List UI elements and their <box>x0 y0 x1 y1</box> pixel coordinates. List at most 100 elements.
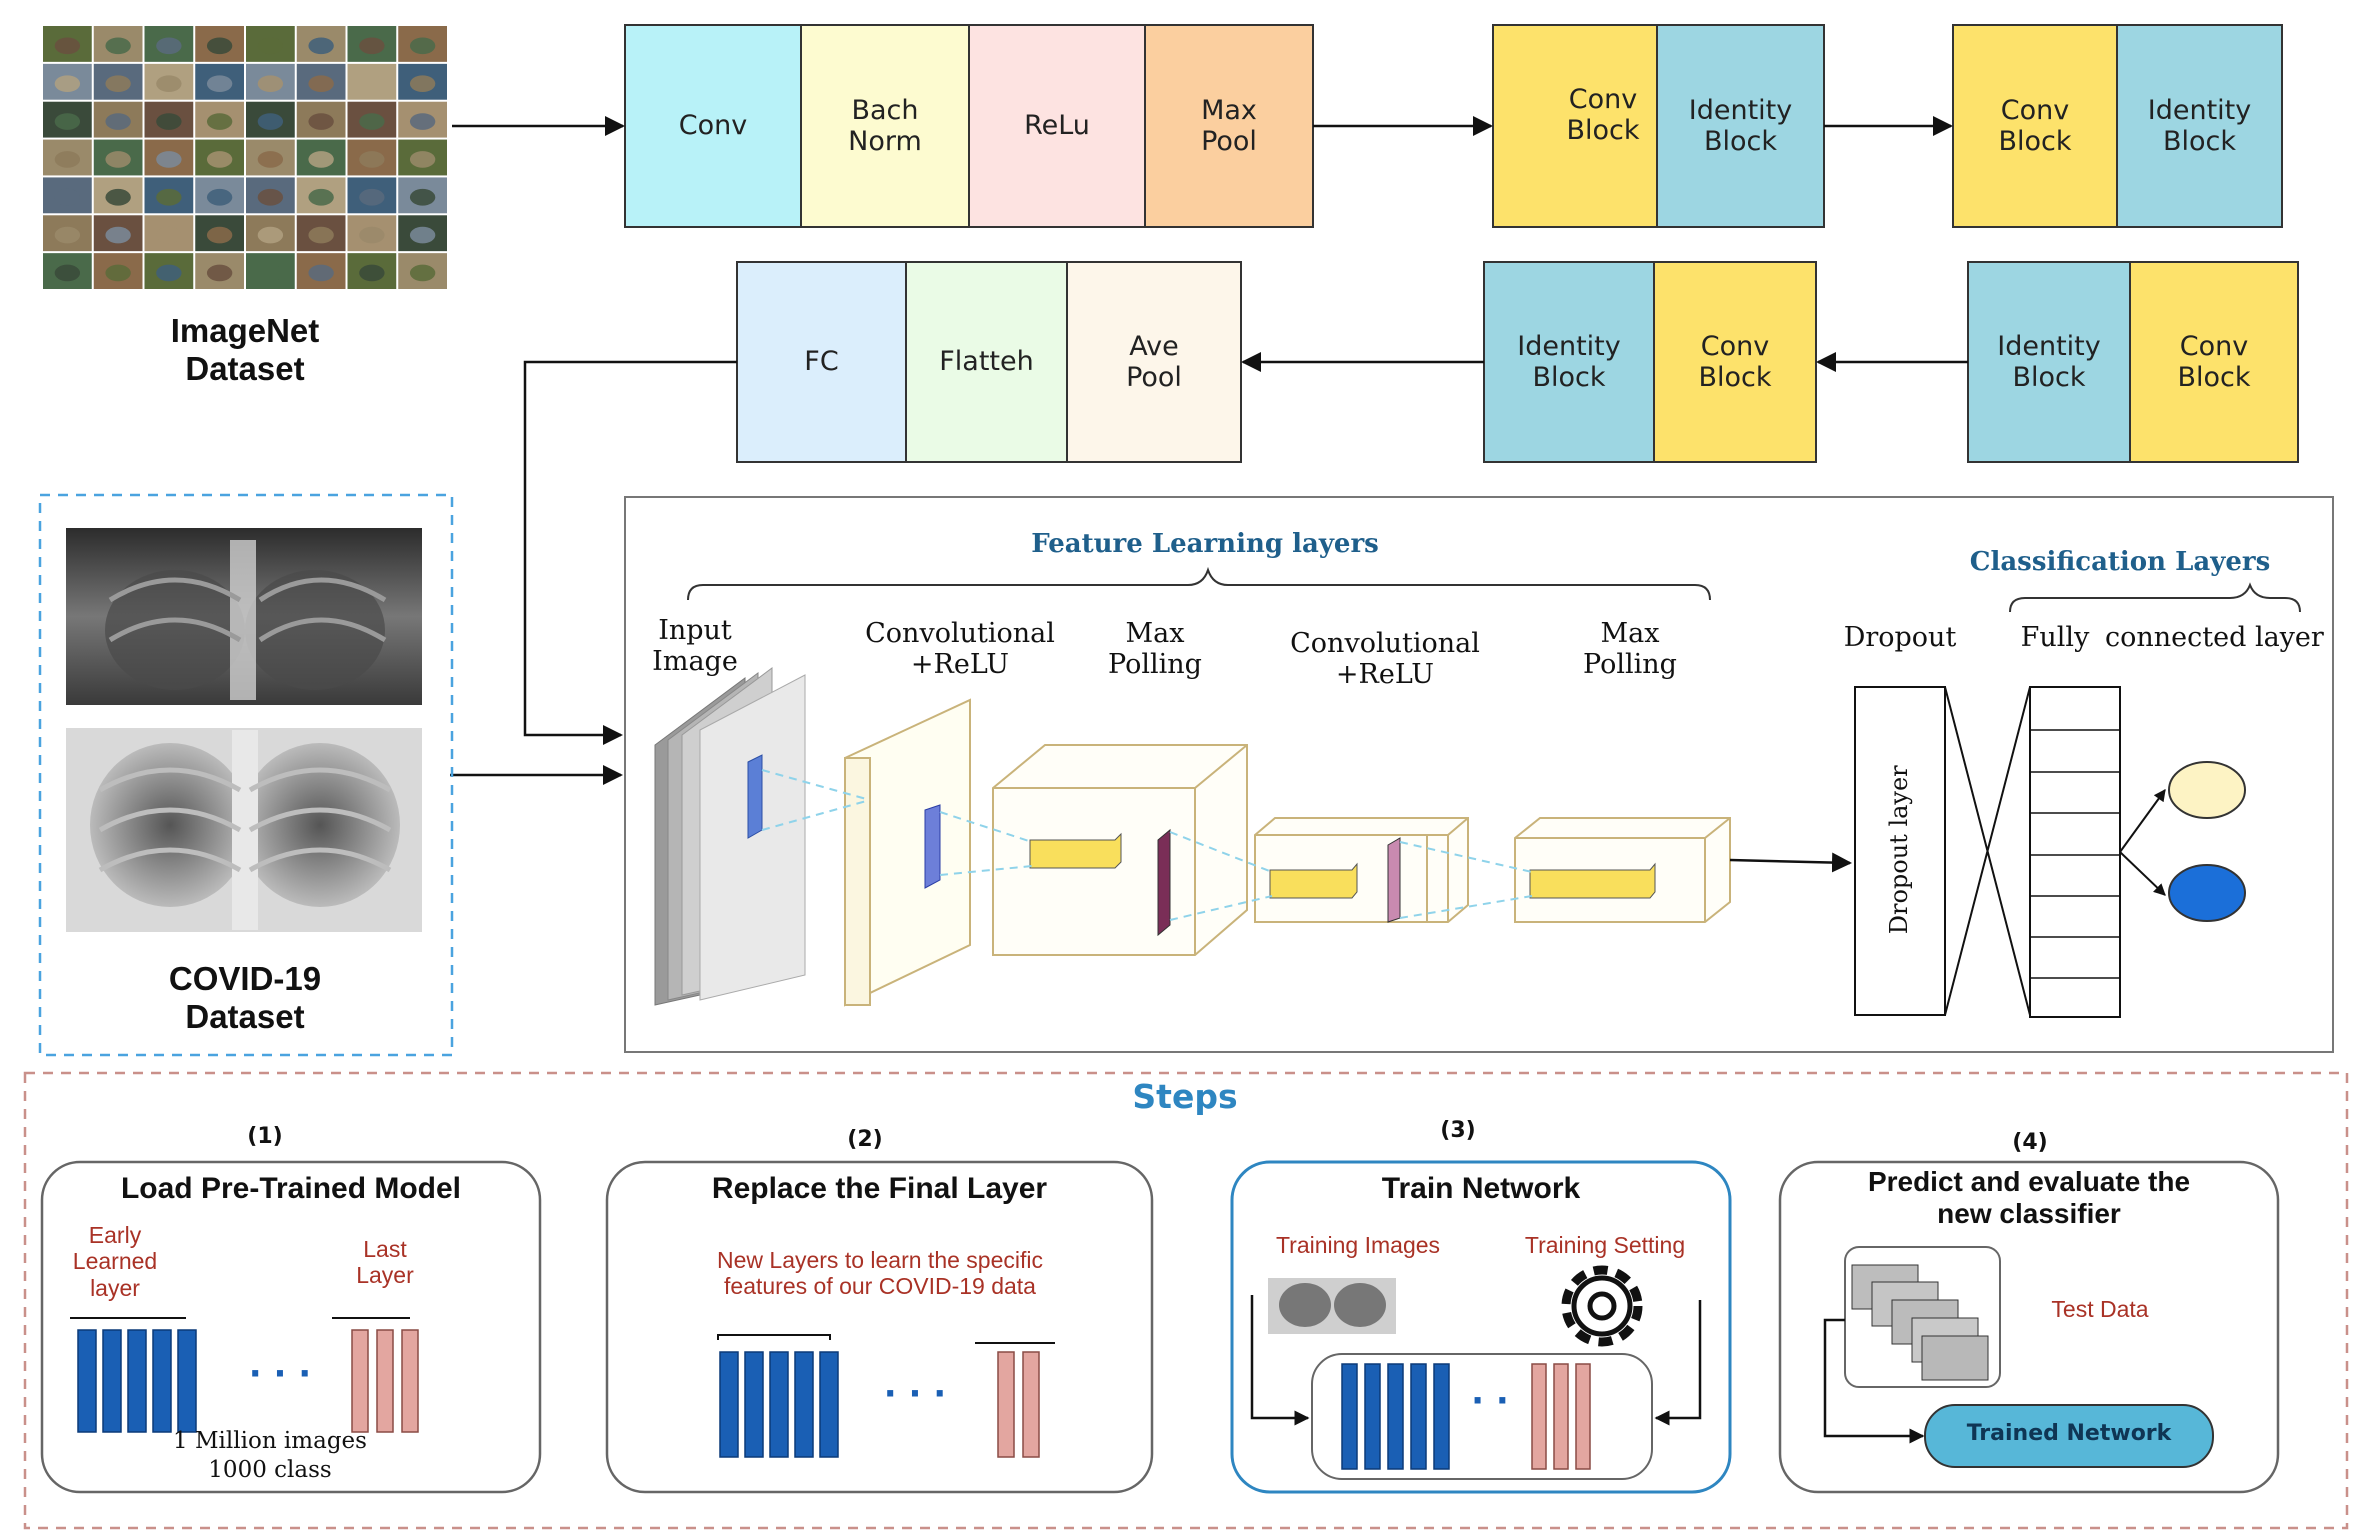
imagenet-thumbnail-subject <box>359 75 385 93</box>
test-data-xray-stack <box>1851 1264 1989 1381</box>
flow-arrows <box>450 116 1968 785</box>
step1-ellipsis: · · · <box>248 1354 312 1394</box>
identity-block-2-label: Identity Block <box>2147 94 2252 157</box>
flatten-label: Flatteh <box>939 346 1034 378</box>
fully-connected-stack <box>2029 686 2121 1018</box>
imagenet-thumbnail-subject <box>359 37 385 55</box>
gear-icon <box>1561 1265 1643 1347</box>
dropout-layer-box <box>1854 686 1946 1016</box>
imagenet-thumbnail-subject <box>156 151 182 168</box>
conv-relu-2-label: Convolutional +ReLU <box>1290 628 1480 691</box>
conv-block-2-label: Conv Block <box>1998 94 2072 157</box>
imagenet-thumbnail-subject <box>105 113 131 130</box>
step1-million-images: 1 Million images <box>173 1428 367 1454</box>
conv-block-4-box <box>2129 261 2299 463</box>
steps-title: Steps <box>1132 1077 1238 1116</box>
step2-early-layer-bars <box>719 1351 839 1458</box>
imagenet-thumbnail-subject <box>257 151 284 168</box>
max-polling-1-label: Max Polling <box>1108 618 1202 681</box>
connected-layer-label: connected layer <box>2105 622 2324 653</box>
step2-title: Replace the Final Layer <box>711 1172 1048 1205</box>
identity-block-4-box <box>1967 261 2131 463</box>
imagenet-thumbnail-subject <box>54 264 81 282</box>
top-row-blocks <box>624 24 2283 228</box>
step1-last-layer-bars <box>351 1329 419 1433</box>
imagenet-thumbnail-subject <box>409 75 436 93</box>
training-setting-label: Training Setting <box>1524 1232 1686 1258</box>
imagenet-thumbnail-subject <box>54 37 81 55</box>
imagenet-thumbnail-subject <box>105 226 131 244</box>
batch-norm-label: Bach Norm <box>848 94 922 157</box>
imagenet-thumbnail-subject <box>206 226 233 244</box>
imagenet-dataset-label: ImageNet Dataset <box>170 312 320 387</box>
relu-label: ReLu <box>1024 110 1090 142</box>
imagenet-mosaic-image <box>43 26 447 289</box>
covid-xray-image-1 <box>66 528 422 705</box>
imagenet-thumbnail-subject <box>308 75 334 93</box>
imagenet-thumbnail-subject <box>359 226 385 244</box>
imagenet-thumbnail-subject <box>359 113 385 130</box>
training-images-label: Training Images <box>1275 1232 1441 1258</box>
imagenet-thumbnail-subject <box>206 113 233 130</box>
conv-block-1-label: Conv Block <box>1566 83 1640 146</box>
imagenet-thumbnail-subject <box>206 75 233 93</box>
imagenet-thumbnail-subject <box>54 226 81 244</box>
imagenet-thumbnail-subject <box>257 113 284 130</box>
receptive-field-lines <box>761 769 1533 921</box>
imagenet-thumbnail-subject <box>105 75 131 93</box>
imagenet-thumbnail-subject <box>409 226 436 244</box>
dropout-connections <box>1944 686 2031 1016</box>
imagenet-thumbnail-subject <box>308 188 334 206</box>
imagenet-thumbnail-subject <box>308 37 334 55</box>
training-xray-thumbnail <box>1268 1278 1396 1334</box>
step3-ellipsis: · · <box>1471 1381 1509 1421</box>
ave-pool-label: Ave Pool <box>1126 330 1182 393</box>
identity-block-2-box <box>2116 24 2283 228</box>
covid-dataset-label: COVID-19 Dataset <box>168 960 322 1035</box>
dropout-layer-vertical-label: Dropout layer <box>1885 765 1914 935</box>
classification-title: Classification Layers <box>1969 547 2271 577</box>
imagenet-thumbnail-subject <box>206 188 233 206</box>
fully-label: Fully <box>2020 622 2090 653</box>
imagenet-thumbnail-subject <box>54 151 81 168</box>
conv-relu-1-label: Convolutional +ReLU <box>865 618 1055 681</box>
input-image-stack <box>654 667 806 1006</box>
step1-early-layer-bars <box>77 1329 197 1433</box>
output-class-node-1 <box>2168 761 2246 819</box>
imagenet-thumbnail-subject <box>206 264 233 282</box>
step4-number: (4) <box>2012 1130 2048 1155</box>
identity-block-1-box <box>1656 24 1825 228</box>
step3-title: Train Network <box>1381 1172 1581 1205</box>
imagenet-thumbnail-subject <box>105 151 131 168</box>
imagenet-thumbnail-subject <box>257 75 284 93</box>
imagenet-thumbnail-subject <box>257 37 284 55</box>
step1-number: (1) <box>247 1124 283 1149</box>
imagenet-thumbnail-subject <box>156 75 182 93</box>
imagenet-thumbnail-subject <box>105 37 131 55</box>
imagenet-thumbnail-subject <box>54 113 81 130</box>
conv-relu-layer-2 <box>1254 817 1469 923</box>
step2-number: (2) <box>847 1127 883 1152</box>
step1-last-label: Last Layer <box>356 1236 414 1289</box>
conv-block-4-label: Conv Block <box>2177 330 2251 393</box>
flatten-box <box>905 261 1068 463</box>
conv-block-box <box>624 24 802 228</box>
imagenet-thumbnail-subject <box>308 226 334 244</box>
output-class-node-2 <box>2168 864 2246 922</box>
step1-classes: 1000 class <box>208 1457 332 1483</box>
batch-norm-box <box>800 24 970 228</box>
max-pool-box <box>1144 24 1314 228</box>
imagenet-thumbnail-subject <box>409 264 436 282</box>
imagenet-thumbnail-subject <box>257 264 284 282</box>
imagenet-thumbnail-subject <box>409 151 436 168</box>
conv-block-3-label: Conv Block <box>1698 330 1772 393</box>
imagenet-thumbnail-subject <box>156 113 182 130</box>
covid-dataset-frame <box>38 493 454 1057</box>
imagenet-thumbnail-subject <box>156 226 182 244</box>
step2-new-layer-bars <box>997 1351 1040 1458</box>
conv-block-1-box <box>1492 24 1658 228</box>
to-dropout-arrow <box>1729 852 1852 873</box>
conv-label: Conv <box>678 110 748 142</box>
imagenet-thumbnail-subject <box>409 188 436 206</box>
